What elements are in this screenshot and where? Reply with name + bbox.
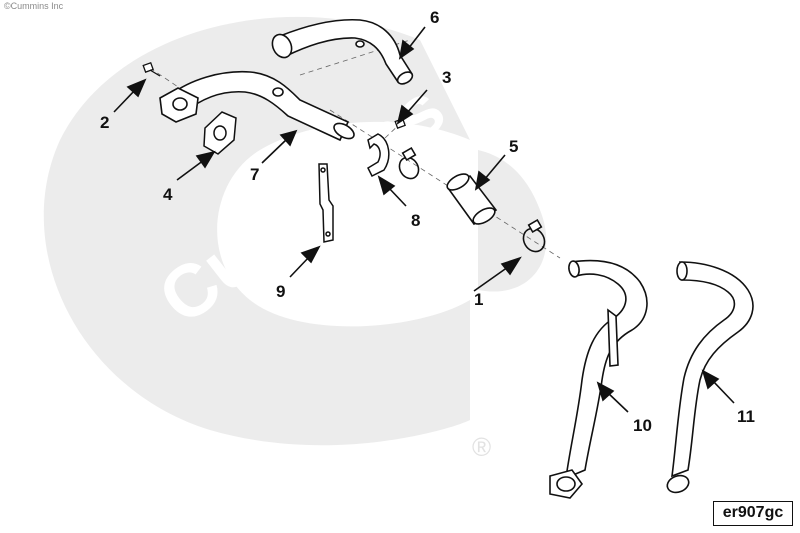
copyright-notice: ©Cummins Inc <box>4 1 64 11</box>
part-7-tube <box>159 70 355 142</box>
part-6-tube <box>271 18 414 85</box>
callout-10: 10 <box>633 416 652 435</box>
watermark-logo: Cummins <box>43 16 547 446</box>
part-1-clamp <box>522 218 546 253</box>
part-5-hose <box>446 173 498 226</box>
part-8-bracket <box>367 133 390 178</box>
callout-6: 6 <box>430 8 439 27</box>
callout-2: 2 <box>100 113 109 132</box>
callout-8: 8 <box>411 211 420 230</box>
callout-4: 4 <box>163 185 173 204</box>
callout-7: 7 <box>250 165 259 184</box>
part-11-tube <box>666 261 754 494</box>
callout-3: 3 <box>442 68 451 87</box>
part-10-tube <box>549 259 648 499</box>
registered-mark: ® <box>472 432 491 462</box>
callout-11: 11 <box>737 407 755 426</box>
callout-9: 9 <box>276 282 285 301</box>
part-4-gasket <box>203 111 237 155</box>
callout-5: 5 <box>509 137 518 156</box>
callout-labels: 1 2 3 4 5 6 7 8 9 10 11 <box>100 8 755 435</box>
callout-arrows <box>113 26 735 413</box>
hose-clamp-upper <box>398 146 420 180</box>
part-2-capscrew <box>142 61 161 77</box>
part-9-bracket <box>318 163 334 243</box>
callout-1: 1 <box>474 290 483 309</box>
figure-code-label: er907gc <box>713 501 793 526</box>
